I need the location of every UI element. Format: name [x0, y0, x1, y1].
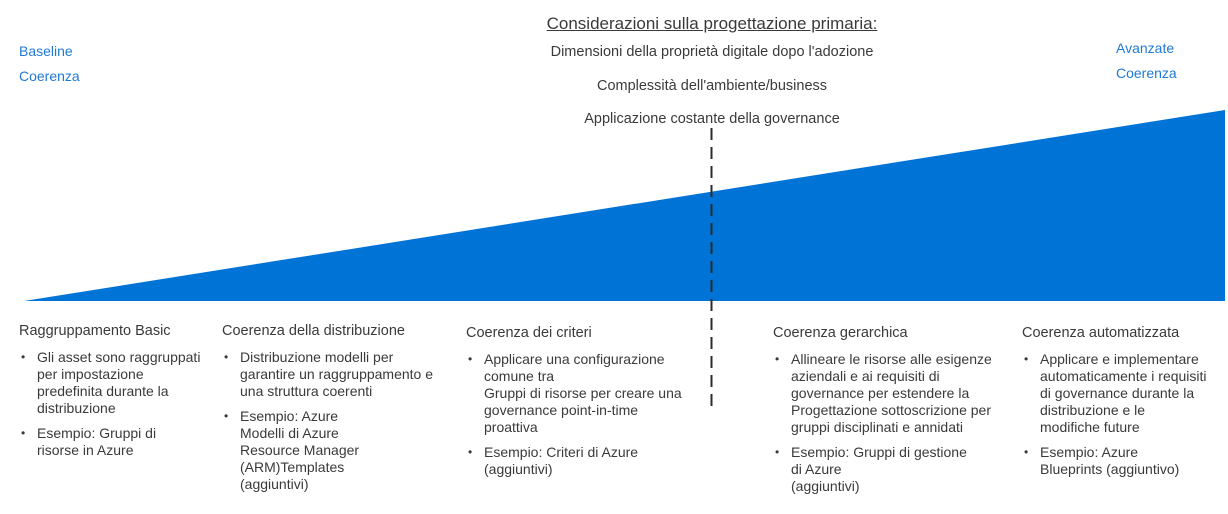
- column-title: Coerenza gerarchica: [773, 325, 908, 341]
- bullet-line: proattiva: [484, 419, 538, 435]
- bullet-line: Distribuzione modelli per: [240, 349, 394, 365]
- bullet-line: Esempio: Gruppi di: [37, 425, 157, 441]
- bullet-line: Esempio: Azure: [1040, 444, 1139, 460]
- bullet-line: (aggiuntivi): [791, 478, 860, 494]
- bullet-line: distribuzione e le: [1040, 402, 1146, 418]
- bullet-item: Esempio: Azure Modelli di Azure Resource…: [222, 408, 458, 493]
- bullet-line: predefinita durante la: [37, 383, 169, 399]
- bullet-line: gruppi disciplinati e annidati: [791, 419, 963, 435]
- bullet-line: Esempio: Azure: [240, 408, 339, 424]
- bullet-line: risorse in Azure: [37, 442, 134, 458]
- bullet-line: Gli asset sono raggruppati: [37, 349, 201, 365]
- consideration-line-1: Dimensioni della proprietà digitale dopo…: [550, 44, 874, 60]
- bullet-line: governance per estendere la: [791, 385, 970, 401]
- bullet-line: (ARM)Templates: [240, 459, 345, 475]
- bullet-line: una struttura coerenti: [240, 383, 373, 399]
- bullet-item: Applicare una configurazione comune tra …: [466, 351, 706, 436]
- corner-left-line-1: Baseline: [19, 43, 73, 59]
- bullet-line: aziendali e ai requisiti di: [791, 368, 940, 384]
- bullet-line: per impostazione: [37, 366, 144, 382]
- consideration-line-2: Complessità dell'ambiente/business: [596, 78, 828, 94]
- bullet-line: Allineare le risorse alle esigenze: [791, 351, 992, 367]
- bullet-line: Gruppi di risorse per creare una: [484, 385, 682, 401]
- bullet-line: garantire un raggruppamento e: [240, 366, 434, 382]
- column-basic-grouping: Raggruppamento Basic Gli asset sono ragg…: [19, 323, 215, 467]
- consideration-line-3: Applicazione costante della governance: [584, 111, 840, 127]
- bullet-line: Applicare una configurazione: [484, 351, 665, 367]
- corner-left-line-2: Coerenza: [19, 68, 80, 84]
- column-title: Coerenza dei criteri: [466, 325, 592, 341]
- column-deployment-consistency: Coerenza della distribuzione Distribuzio…: [222, 323, 458, 501]
- bullet-line: Esempio: Criteri di Azure: [484, 444, 639, 460]
- bullet-item: Esempio: Azure Blueprints (aggiuntivo): [1022, 444, 1222, 478]
- column-title: Coerenza della distribuzione: [222, 323, 405, 339]
- maturity-wedge-shape: [24, 110, 1225, 301]
- bullet-line: automaticamente i requisiti: [1040, 368, 1207, 384]
- corner-right-line-1: Avanzate: [1116, 40, 1175, 56]
- bullet-item: Distribuzione modelli per garantire un r…: [222, 349, 458, 400]
- bullet-item: Applicare e implementare automaticamente…: [1022, 351, 1222, 436]
- bullet-item: Esempio: Criteri di Azure (aggiuntivi): [466, 444, 706, 478]
- column-automated-consistency: Coerenza automatizzata Applicare e imple…: [1022, 325, 1222, 486]
- baseline-consistency-label: Baseline Coerenza: [19, 39, 80, 89]
- bullet-line: Modelli di Azure: [240, 425, 339, 441]
- bullet-item: Gli asset sono raggruppati per impostazi…: [19, 349, 215, 417]
- bullet-line: di Azure: [791, 461, 842, 477]
- bullet-item: Allineare le risorse alle esigenze azien…: [773, 351, 1013, 436]
- bullet-line: Progettazione sottoscrizione per: [791, 402, 991, 418]
- primary-design-title: Considerazioni sulla progettazione prima…: [546, 14, 878, 33]
- bullet-line: (aggiuntivi): [484, 461, 553, 477]
- column-title: Coerenza automatizzata: [1022, 325, 1180, 341]
- corner-right-line-2: Coerenza: [1116, 65, 1177, 81]
- advanced-consistency-label: Avanzate Coerenza: [1116, 36, 1177, 86]
- bullet-line: modifiche future: [1040, 419, 1140, 435]
- column-policy-consistency: Coerenza dei criteri Applicare una confi…: [466, 325, 706, 486]
- column-title: Raggruppamento Basic: [19, 323, 171, 339]
- column-hierarchical-consistency: Coerenza gerarchica Allineare le risorse…: [773, 325, 1013, 503]
- bullet-line: Esempio: Gruppi di gestione: [791, 444, 967, 460]
- bullet-line: (aggiuntivi): [240, 476, 309, 492]
- bullet-line: Blueprints (aggiuntivo): [1040, 461, 1180, 477]
- bullet-line: comune tra: [484, 368, 555, 384]
- bullet-line: governance point-in-time: [484, 402, 639, 418]
- bullet-line: Applicare e implementare: [1040, 351, 1199, 367]
- bullet-item: Esempio: Gruppi di risorse in Azure: [19, 425, 215, 459]
- bullet-line: di governance durante la: [1040, 385, 1195, 401]
- bullet-line: Resource Manager: [240, 442, 360, 458]
- bullet-line: distribuzione: [37, 400, 116, 416]
- bullet-item: Esempio: Gruppi di gestione di Azure (ag…: [773, 444, 1013, 495]
